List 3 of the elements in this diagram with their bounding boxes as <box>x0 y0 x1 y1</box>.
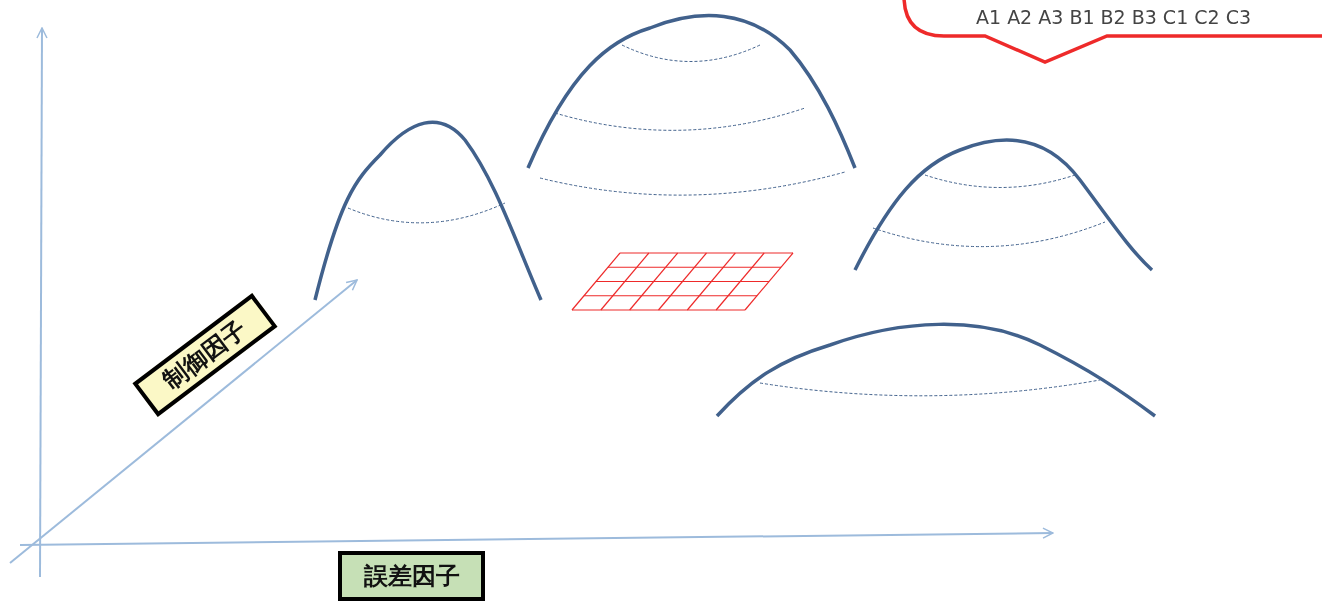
label-box: 制御因子 <box>132 293 278 417</box>
factor-levels: A1 A2 A3 B1 B2 B3 C1 C2 C3 <box>976 6 1251 28</box>
label-box: 誤差因子 <box>338 551 485 601</box>
